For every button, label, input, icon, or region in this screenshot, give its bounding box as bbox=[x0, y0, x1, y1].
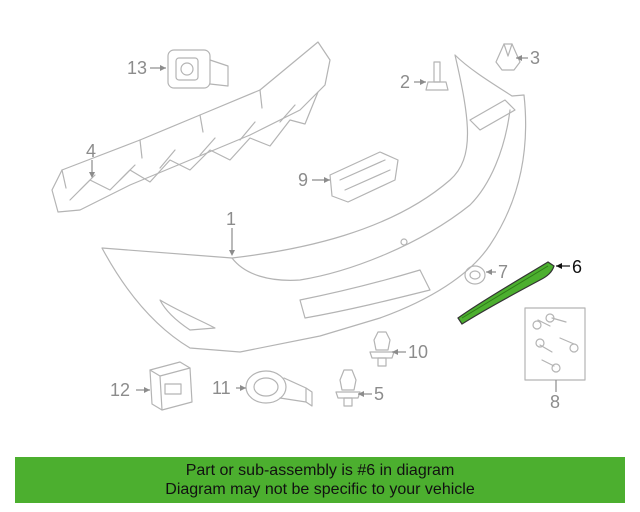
part-7-grommet bbox=[464, 265, 486, 285]
part-2-bolt bbox=[425, 61, 449, 91]
callout-1: 1 bbox=[226, 209, 236, 229]
part-4-absorber bbox=[51, 41, 331, 213]
callout-6-highlighted: 6 bbox=[572, 257, 582, 277]
part-5-push-pin bbox=[335, 369, 361, 407]
part-8-bolt-kit bbox=[524, 307, 586, 381]
part-3-clip bbox=[495, 43, 521, 71]
part-1-bumper-cover bbox=[101, 54, 527, 353]
info-banner: Part or sub-assembly is #6 in diagram Di… bbox=[15, 457, 625, 503]
callout-2: 2 bbox=[400, 72, 410, 92]
callout-10: 10 bbox=[408, 342, 428, 362]
callout-8: 8 bbox=[550, 392, 560, 412]
callout-3: 3 bbox=[530, 48, 540, 68]
banner-line-1: Part or sub-assembly is #6 in diagram bbox=[185, 462, 455, 479]
part-9-bracket bbox=[329, 151, 399, 203]
callout-12: 12 bbox=[110, 380, 130, 400]
callout-4: 4 bbox=[86, 141, 96, 161]
part-11-parking-sensor bbox=[245, 370, 313, 407]
callout-13: 13 bbox=[127, 58, 147, 78]
callout-5: 5 bbox=[374, 384, 384, 404]
part-13-bracket bbox=[167, 49, 229, 89]
callout-9: 9 bbox=[298, 170, 308, 190]
part-10-push-pin bbox=[369, 331, 395, 367]
part-6-molding-highlighted bbox=[457, 261, 555, 325]
banner-line-2: Diagram may not be specific to your vehi… bbox=[165, 481, 475, 498]
part-12-control-module bbox=[149, 361, 193, 411]
callout-7: 7 bbox=[498, 262, 508, 282]
leader-lines bbox=[89, 55, 570, 397]
callout-11: 11 bbox=[212, 378, 231, 398]
